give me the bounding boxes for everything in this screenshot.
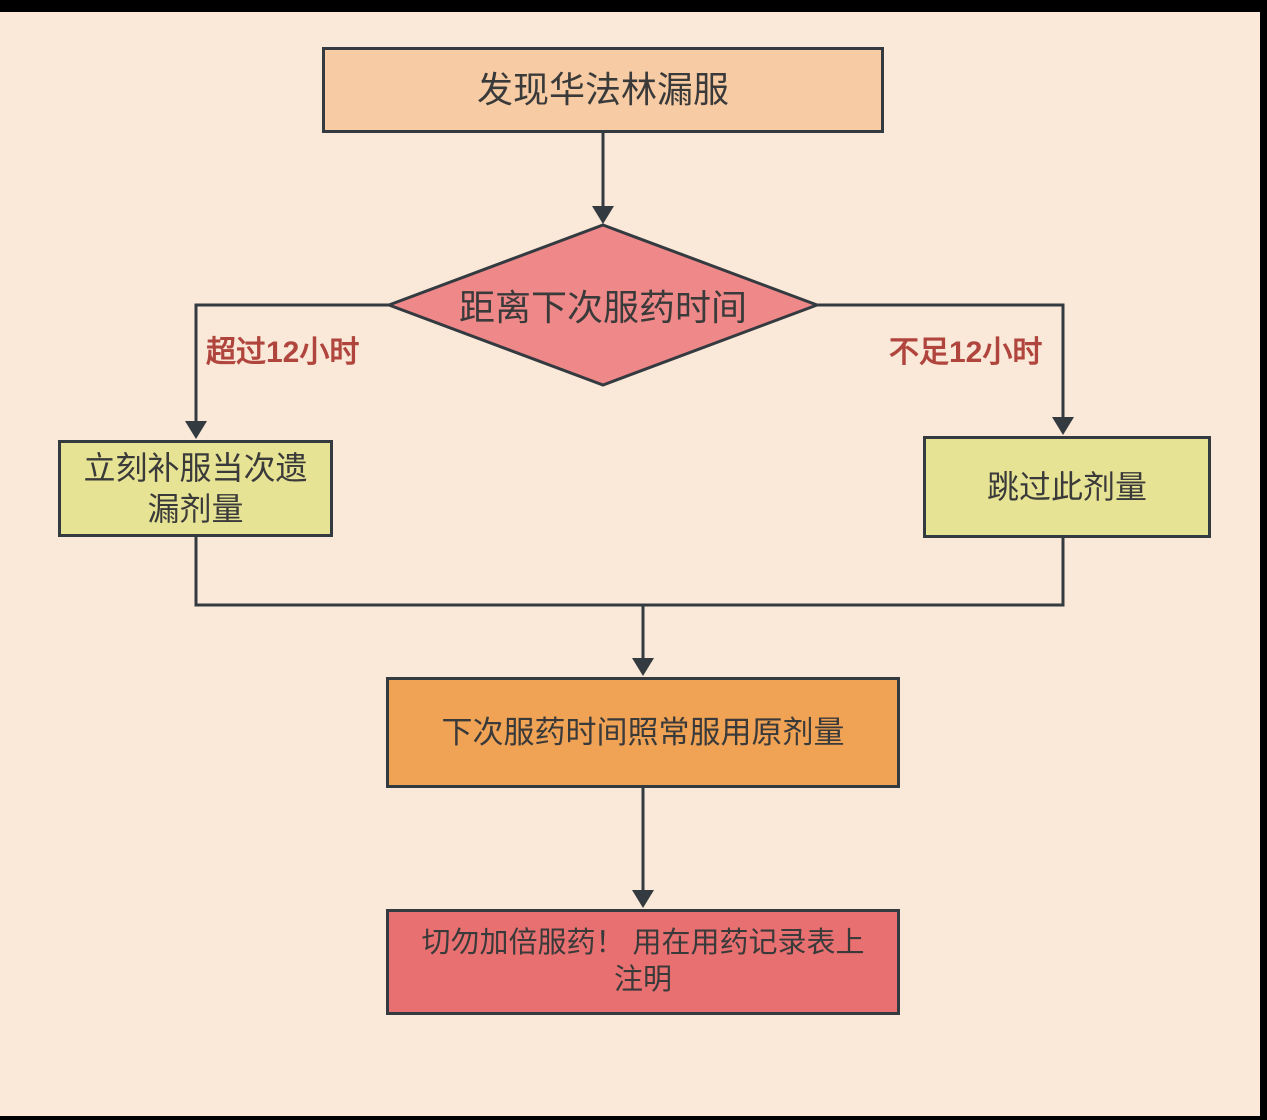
node-catchup-dose: 立刻补服当次遗 漏剂量 [58, 440, 333, 537]
decision-label: 距离下次服药时间 [458, 287, 747, 328]
node-skip-dose: 跳过此剂量 [923, 436, 1211, 538]
edge-label-under-12h: 不足12小时 [889, 336, 1043, 369]
edge-label-over-12h: 超过12小时 [206, 336, 360, 369]
node-start: 发现华法林漏服 [322, 47, 884, 133]
node-resume-normal-dose: 下次服药时间照常服用原剂量 [386, 677, 900, 788]
node-no-double-dose-warning: 切勿加倍服药！ 用在用药记录表上 注明 [386, 909, 900, 1015]
